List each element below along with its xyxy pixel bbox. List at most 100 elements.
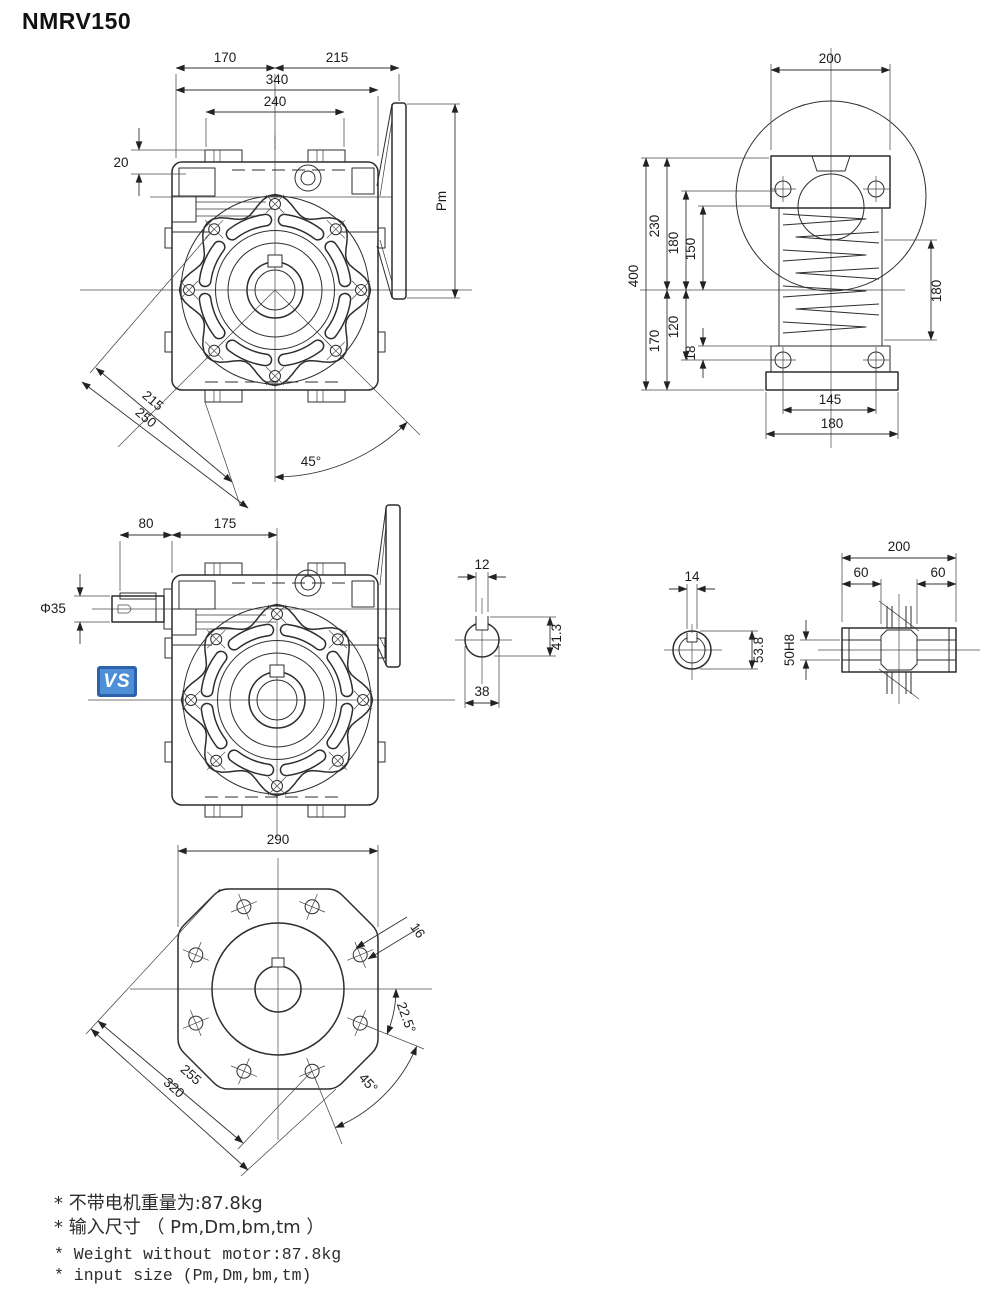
dim-label: 150: [683, 238, 698, 261]
path-part: [178, 193, 372, 387]
dim-label: 20: [113, 155, 128, 170]
dim-label: 400: [626, 265, 641, 288]
dim-label: 240: [264, 94, 287, 109]
view-input-key-section: 12 41.3 38: [455, 557, 564, 708]
line-part: [379, 119, 393, 197]
line-part: [85, 888, 221, 1035]
line-part: [376, 644, 387, 666]
view-input-bore-section: 14 53.8: [664, 569, 766, 680]
line-part: [179, 280, 199, 300]
rect-part: [178, 580, 216, 610]
path-part: [202, 652, 227, 696]
rect-part: [765, 371, 899, 391]
keyway-hatch-bottom: [878, 668, 920, 700]
footnotes: * 不带电机重量为:87.8kg * 输入尺寸 （ Pm,Dm,bm,tm ） …: [54, 1192, 341, 1286]
rect-part: [377, 741, 386, 763]
rect-part: [476, 614, 488, 630]
line-part: [81, 381, 249, 509]
line-part: [878, 668, 920, 700]
rect-part: [204, 389, 243, 403]
line-part: [379, 524, 387, 586]
line-part: [267, 776, 287, 796]
line-part: [95, 367, 233, 483]
rect-part: [171, 574, 379, 806]
line-part: [267, 604, 287, 624]
line-part: [878, 600, 920, 632]
output-bore-keyway: [269, 664, 285, 678]
path-part: [811, 155, 851, 172]
rect-part: [204, 149, 243, 163]
rect-part: [171, 161, 379, 391]
line-part: [204, 341, 224, 361]
side-body: [765, 155, 899, 391]
dim-41-3: 41.3: [490, 616, 564, 657]
line-part: [355, 916, 408, 949]
circle-part: [294, 164, 322, 192]
worm-housing-circle: [735, 100, 927, 292]
polyline-part: [782, 213, 867, 226]
rect-part: [164, 741, 173, 763]
line-part: [353, 690, 373, 710]
dim-pm: Pm: [407, 103, 460, 299]
circle-part: [256, 679, 298, 721]
keyway-hatch-top: [878, 600, 920, 632]
dim-label: 45°: [356, 1070, 381, 1095]
dim-b-400: 400: [626, 157, 769, 391]
rect-part: [687, 633, 697, 642]
rect-part: [204, 804, 243, 818]
line-part: [204, 401, 241, 506]
dim-label: 200: [888, 539, 911, 554]
note-input-en: * input size (Pm,Dm,bm,tm): [54, 1266, 312, 1285]
dim-53-8: 53.8: [700, 630, 766, 670]
circle-part: [254, 269, 296, 311]
rect-part: [351, 580, 375, 608]
dim-label: 45°: [301, 454, 321, 469]
dim-20: 20: [113, 128, 206, 196]
rect-part: [164, 637, 173, 659]
dim-b-180-120: 180 120: [666, 190, 777, 361]
dim-14: 14: [669, 569, 715, 629]
line-part: [230, 901, 258, 913]
dim-label: 80: [138, 516, 153, 531]
line-part: [240, 1088, 337, 1177]
path-part: [334, 1045, 418, 1129]
dim-label: 12: [474, 557, 489, 572]
dim-label: 200: [819, 51, 842, 66]
dim-label: Pm: [434, 191, 449, 211]
path-part: [279, 340, 323, 365]
line-part: [89, 228, 215, 374]
path-part: [127, 604, 132, 614]
view-front-top: 170 215 340 240: [80, 50, 472, 509]
dim-45deg: 45°: [274, 421, 408, 481]
dim-b-200: 200: [770, 51, 891, 150]
dim-215: 215: [274, 50, 400, 101]
dim-label: 16: [407, 920, 428, 941]
rect-part: [391, 102, 407, 300]
dim-label: 230: [647, 215, 662, 238]
path-part: [325, 242, 350, 286]
circle-part: [227, 242, 323, 338]
dim-label: 38: [474, 684, 489, 699]
dim-38: 38: [464, 646, 500, 708]
dim-240: 240: [205, 94, 345, 147]
line-part: [274, 289, 421, 436]
path-part: [325, 294, 350, 338]
path-part: [177, 888, 379, 1090]
polyline-part: [795, 303, 880, 316]
rect-part: [204, 562, 243, 576]
dim-label: 50H8: [782, 634, 797, 666]
rect-part: [164, 331, 173, 353]
path-part: [202, 704, 227, 748]
circle-part: [300, 170, 316, 186]
dim-label: 175: [214, 516, 237, 531]
rect-part: [307, 149, 346, 163]
polyline-part: [782, 249, 867, 262]
motor-bell-a: [376, 102, 407, 300]
dim-12: 12: [458, 557, 506, 612]
dim-label: 18: [683, 345, 698, 360]
dim-b-230-170: 230 170: [647, 157, 671, 391]
dim-label: 120: [666, 316, 681, 339]
path-part: [327, 704, 352, 748]
